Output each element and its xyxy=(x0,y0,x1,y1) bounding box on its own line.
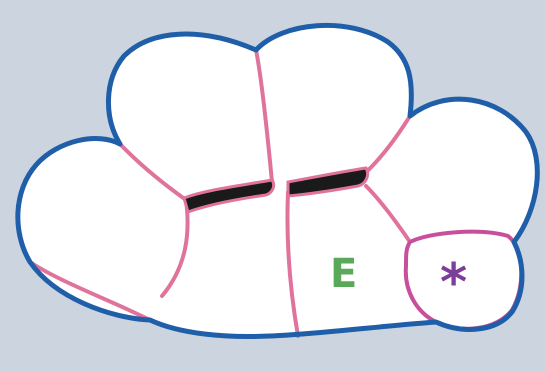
cell-label-e: E xyxy=(330,251,357,297)
cell-label-star: * xyxy=(440,253,467,313)
